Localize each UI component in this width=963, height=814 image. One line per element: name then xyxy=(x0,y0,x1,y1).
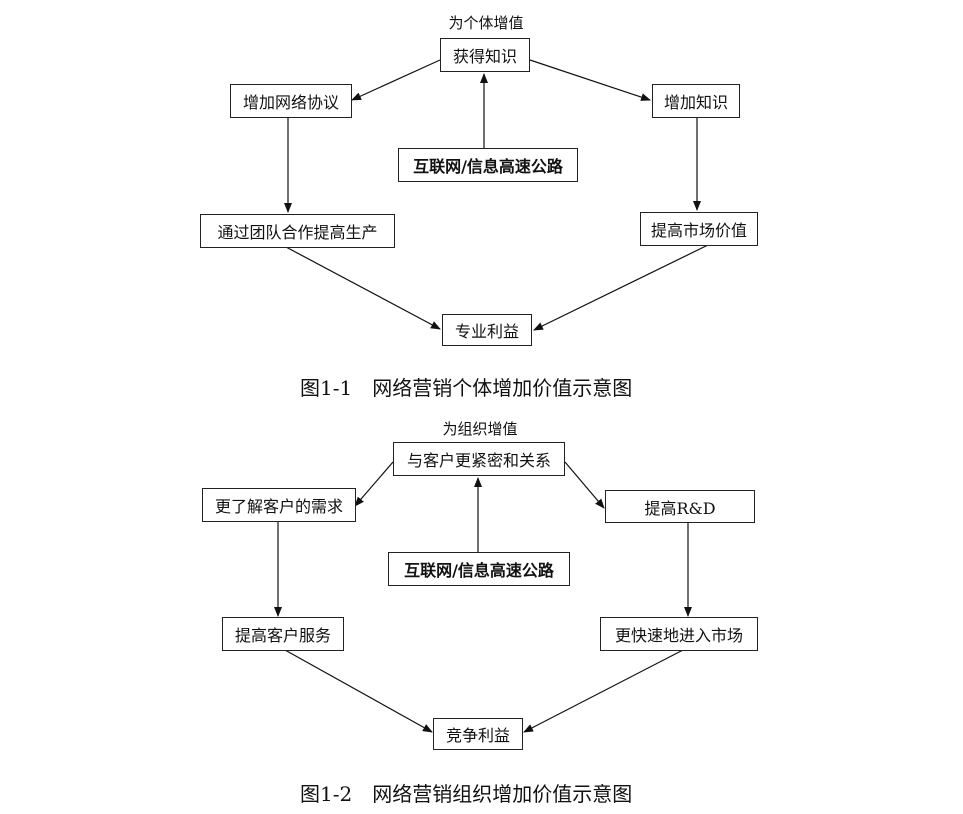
arrow-service-to-benefit xyxy=(284,649,433,733)
node-relationship: 与客户更紧密和关系 xyxy=(393,442,565,476)
node-protocol: 增加网络协议 xyxy=(230,84,352,118)
node-benefit-2: 竞争利益 xyxy=(433,718,523,750)
node-service: 提高客户服务 xyxy=(222,617,344,651)
diagram2-caption: 图1-2 网络营销组织增加价值示意图 xyxy=(300,782,633,806)
diagram2-top-label: 为组织增值 xyxy=(442,420,518,438)
arrow-knowledge-to-increase-knowledge xyxy=(529,59,651,101)
node-internet-2: 互联网/信息高速公路 xyxy=(388,552,570,586)
arrow-market-to-benefit xyxy=(523,649,684,733)
arrow-market-value-to-benefit xyxy=(533,244,709,331)
arrow-relationship-to-rnd xyxy=(564,461,605,509)
diagram1-caption: 图1-1 网络营销个体增加价值示意图 xyxy=(300,376,633,400)
node-benefit-1: 专业利益 xyxy=(442,314,532,346)
node-increase-knowledge: 增加知识 xyxy=(652,84,740,118)
node-rnd: 提高R&D xyxy=(605,490,755,523)
node-internet-1: 互联网/信息高速公路 xyxy=(398,148,578,182)
node-market: 更快速地进入市场 xyxy=(600,617,758,651)
arrow-knowledge-to-protocol xyxy=(351,59,441,101)
node-teamwork: 通过团队合作提高生产 xyxy=(200,214,395,248)
diagram1-top-label: 为个体增值 xyxy=(448,14,524,32)
node-understand: 更了解客户的需求 xyxy=(202,488,356,522)
node-knowledge: 获得知识 xyxy=(440,38,530,72)
arrow-teamwork-to-benefit xyxy=(285,246,441,330)
node-market-value: 提高市场价值 xyxy=(640,212,758,246)
arrow-relationship-to-understand xyxy=(354,461,394,507)
